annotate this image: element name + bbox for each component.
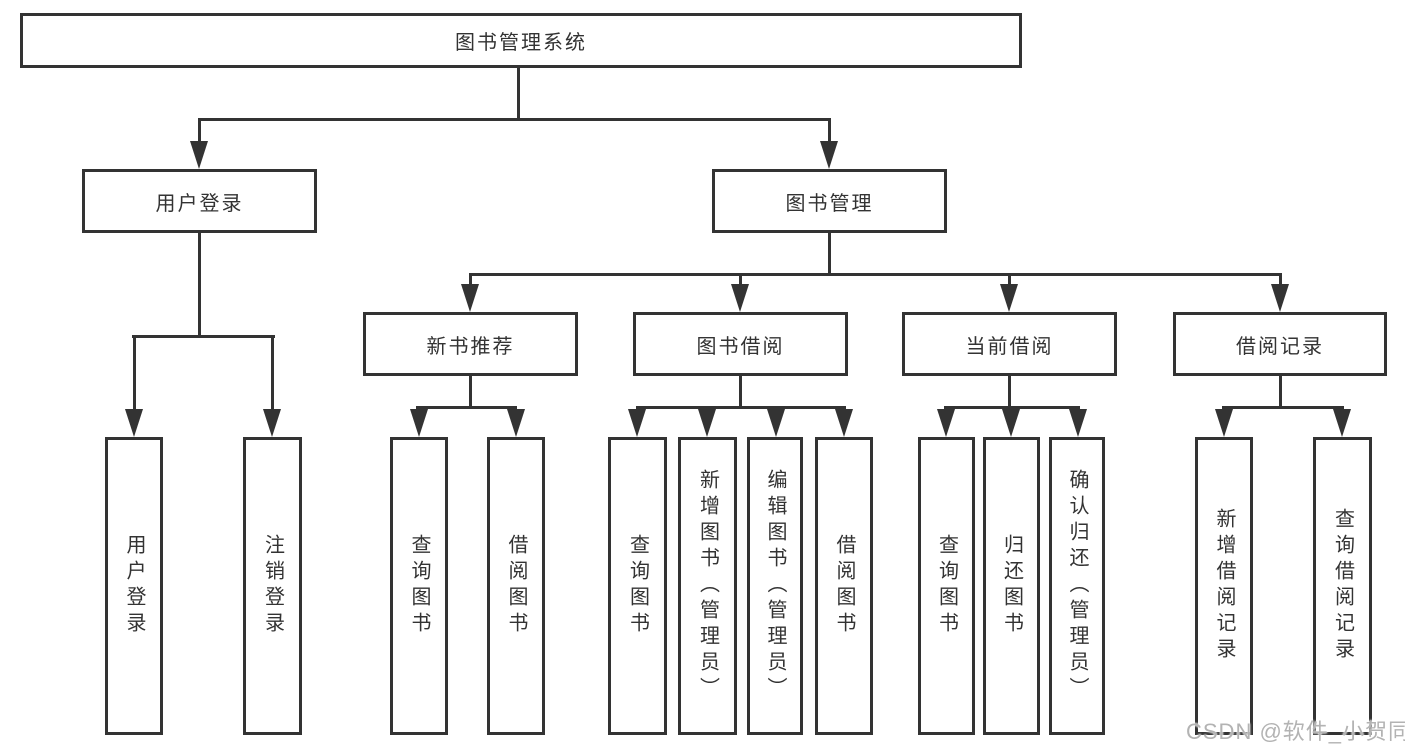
edge-to-book-mgmt-shaft: [828, 118, 831, 143]
edge-to-login-leaf-shaft: [133, 335, 136, 411]
edge-borrow-records-stem: [1279, 376, 1282, 409]
edge-user-login-stem: [198, 233, 201, 338]
node-label: 注销登录: [261, 534, 284, 638]
node-label: 查询图书: [935, 534, 958, 638]
arrowhead-to-borrow-records: [1271, 284, 1289, 312]
leaf-bb-query-books: 查询图书: [608, 437, 667, 735]
node-label: 新增图书（管理员）: [696, 469, 719, 703]
node-label: 查询图书: [408, 534, 430, 638]
edge-book-mgmt-crossbar: [469, 273, 1282, 276]
leaf-bb-edit-books-admin: 编辑图书（管理员）: [747, 437, 803, 735]
arrowhead-to-cb-query: [937, 409, 955, 437]
edge-to-book-borrow-shaft: [739, 273, 742, 287]
arrowhead-to-br-query: [1333, 409, 1351, 437]
edge-book-borrow-crossbar: [636, 406, 846, 409]
arrowhead-to-new-book-rec: [461, 284, 479, 312]
leaf-br-add-record: 新增借阅记录: [1195, 437, 1253, 735]
arrowhead-to-user-login: [190, 141, 208, 169]
edge-root-stem: [517, 68, 520, 121]
node-current-borrowing: 当前借阅: [902, 312, 1117, 376]
edge-current-borrow-crossbar: [944, 406, 1080, 409]
arrowhead-to-logout-leaf: [263, 409, 281, 437]
arrowhead-to-login-leaf: [125, 409, 143, 437]
edge-to-user-login-shaft: [198, 118, 201, 143]
leaf-nbr-borrow-books: 借阅图书: [487, 437, 545, 735]
edge-borrow-records-crossbar: [1222, 406, 1344, 409]
edge-to-logout-leaf-shaft: [271, 335, 274, 411]
arrowhead-to-cb-return: [1002, 409, 1020, 437]
node-label: 用户登录: [123, 534, 145, 638]
leaf-cb-query-books: 查询图书: [918, 437, 975, 735]
node-label: 查询借阅记录: [1331, 508, 1354, 664]
watermark-text: CSDN @软件_小贺同学: [1186, 719, 1405, 744]
edge-book-mgmt-stem: [828, 233, 831, 276]
edge-to-borrow-records-shaft: [1279, 273, 1282, 287]
node-label: 借阅图书: [833, 534, 855, 638]
node-label: 当前借阅: [965, 335, 1054, 358]
node-label: 用户登录: [155, 192, 244, 215]
edge-new-book-rec-crossbar: [416, 406, 517, 409]
node-label: 借阅图书: [505, 534, 527, 638]
node-label: 图书管理系统: [455, 32, 587, 54]
edge-user-login-crossbar: [132, 335, 275, 338]
edge-to-current-borrow-shaft: [1008, 273, 1011, 287]
node-user-login: 用户登录: [82, 169, 317, 233]
arrowhead-to-br-add: [1215, 409, 1233, 437]
arrowhead-to-bb-borrow: [835, 409, 853, 437]
arrowhead-to-book-borrow: [731, 284, 749, 312]
node-label: 图书借阅: [696, 335, 785, 358]
node-label: 确认归还（管理员）: [1066, 469, 1088, 703]
node-root-book-management-system: 图书管理系统: [20, 13, 1022, 68]
leaf-br-query-record: 查询借阅记录: [1313, 437, 1372, 735]
edge-root-crossbar: [198, 118, 831, 121]
node-book-borrowing: 图书借阅: [633, 312, 848, 376]
arrowhead-to-current-borrow: [1000, 284, 1018, 312]
arrowhead-to-bb-query: [628, 409, 646, 437]
node-label: 编辑图书（管理员）: [764, 469, 786, 703]
arrowhead-to-nbr-borrow: [507, 409, 525, 437]
arrowhead-to-bb-edit: [767, 409, 785, 437]
leaf-cb-confirm-return-admin: 确认归还（管理员）: [1049, 437, 1105, 735]
leaf-bb-borrow-books: 借阅图书: [815, 437, 873, 735]
node-book-management: 图书管理: [712, 169, 947, 233]
node-label: 图书管理: [785, 192, 874, 215]
leaf-logout: 注销登录: [243, 437, 302, 735]
node-borrowing-records: 借阅记录: [1173, 312, 1387, 376]
node-label: 新书推荐: [426, 335, 515, 358]
leaf-bb-add-books-admin: 新增图书（管理员）: [678, 437, 737, 735]
leaf-cb-return-books: 归还图书: [983, 437, 1040, 735]
leaf-nbr-query-books: 查询图书: [390, 437, 448, 735]
node-label: 归还图书: [1000, 534, 1023, 638]
node-new-book-recommendation: 新书推荐: [363, 312, 578, 376]
arrowhead-to-book-mgmt: [820, 141, 838, 169]
edge-to-new-book-rec-shaft: [469, 273, 472, 287]
edge-book-borrow-stem: [739, 376, 742, 409]
node-label: 借阅记录: [1236, 335, 1324, 358]
arrowhead-to-cb-confirm: [1069, 409, 1087, 437]
edge-current-borrow-stem: [1008, 376, 1011, 409]
node-label: 新增借阅记录: [1213, 508, 1235, 664]
node-label: 查询图书: [626, 534, 649, 638]
arrowhead-to-bb-add: [698, 409, 716, 437]
leaf-user-login: 用户登录: [105, 437, 163, 735]
arrowhead-to-nbr-query: [410, 409, 428, 437]
edge-new-book-rec-stem: [469, 376, 472, 409]
